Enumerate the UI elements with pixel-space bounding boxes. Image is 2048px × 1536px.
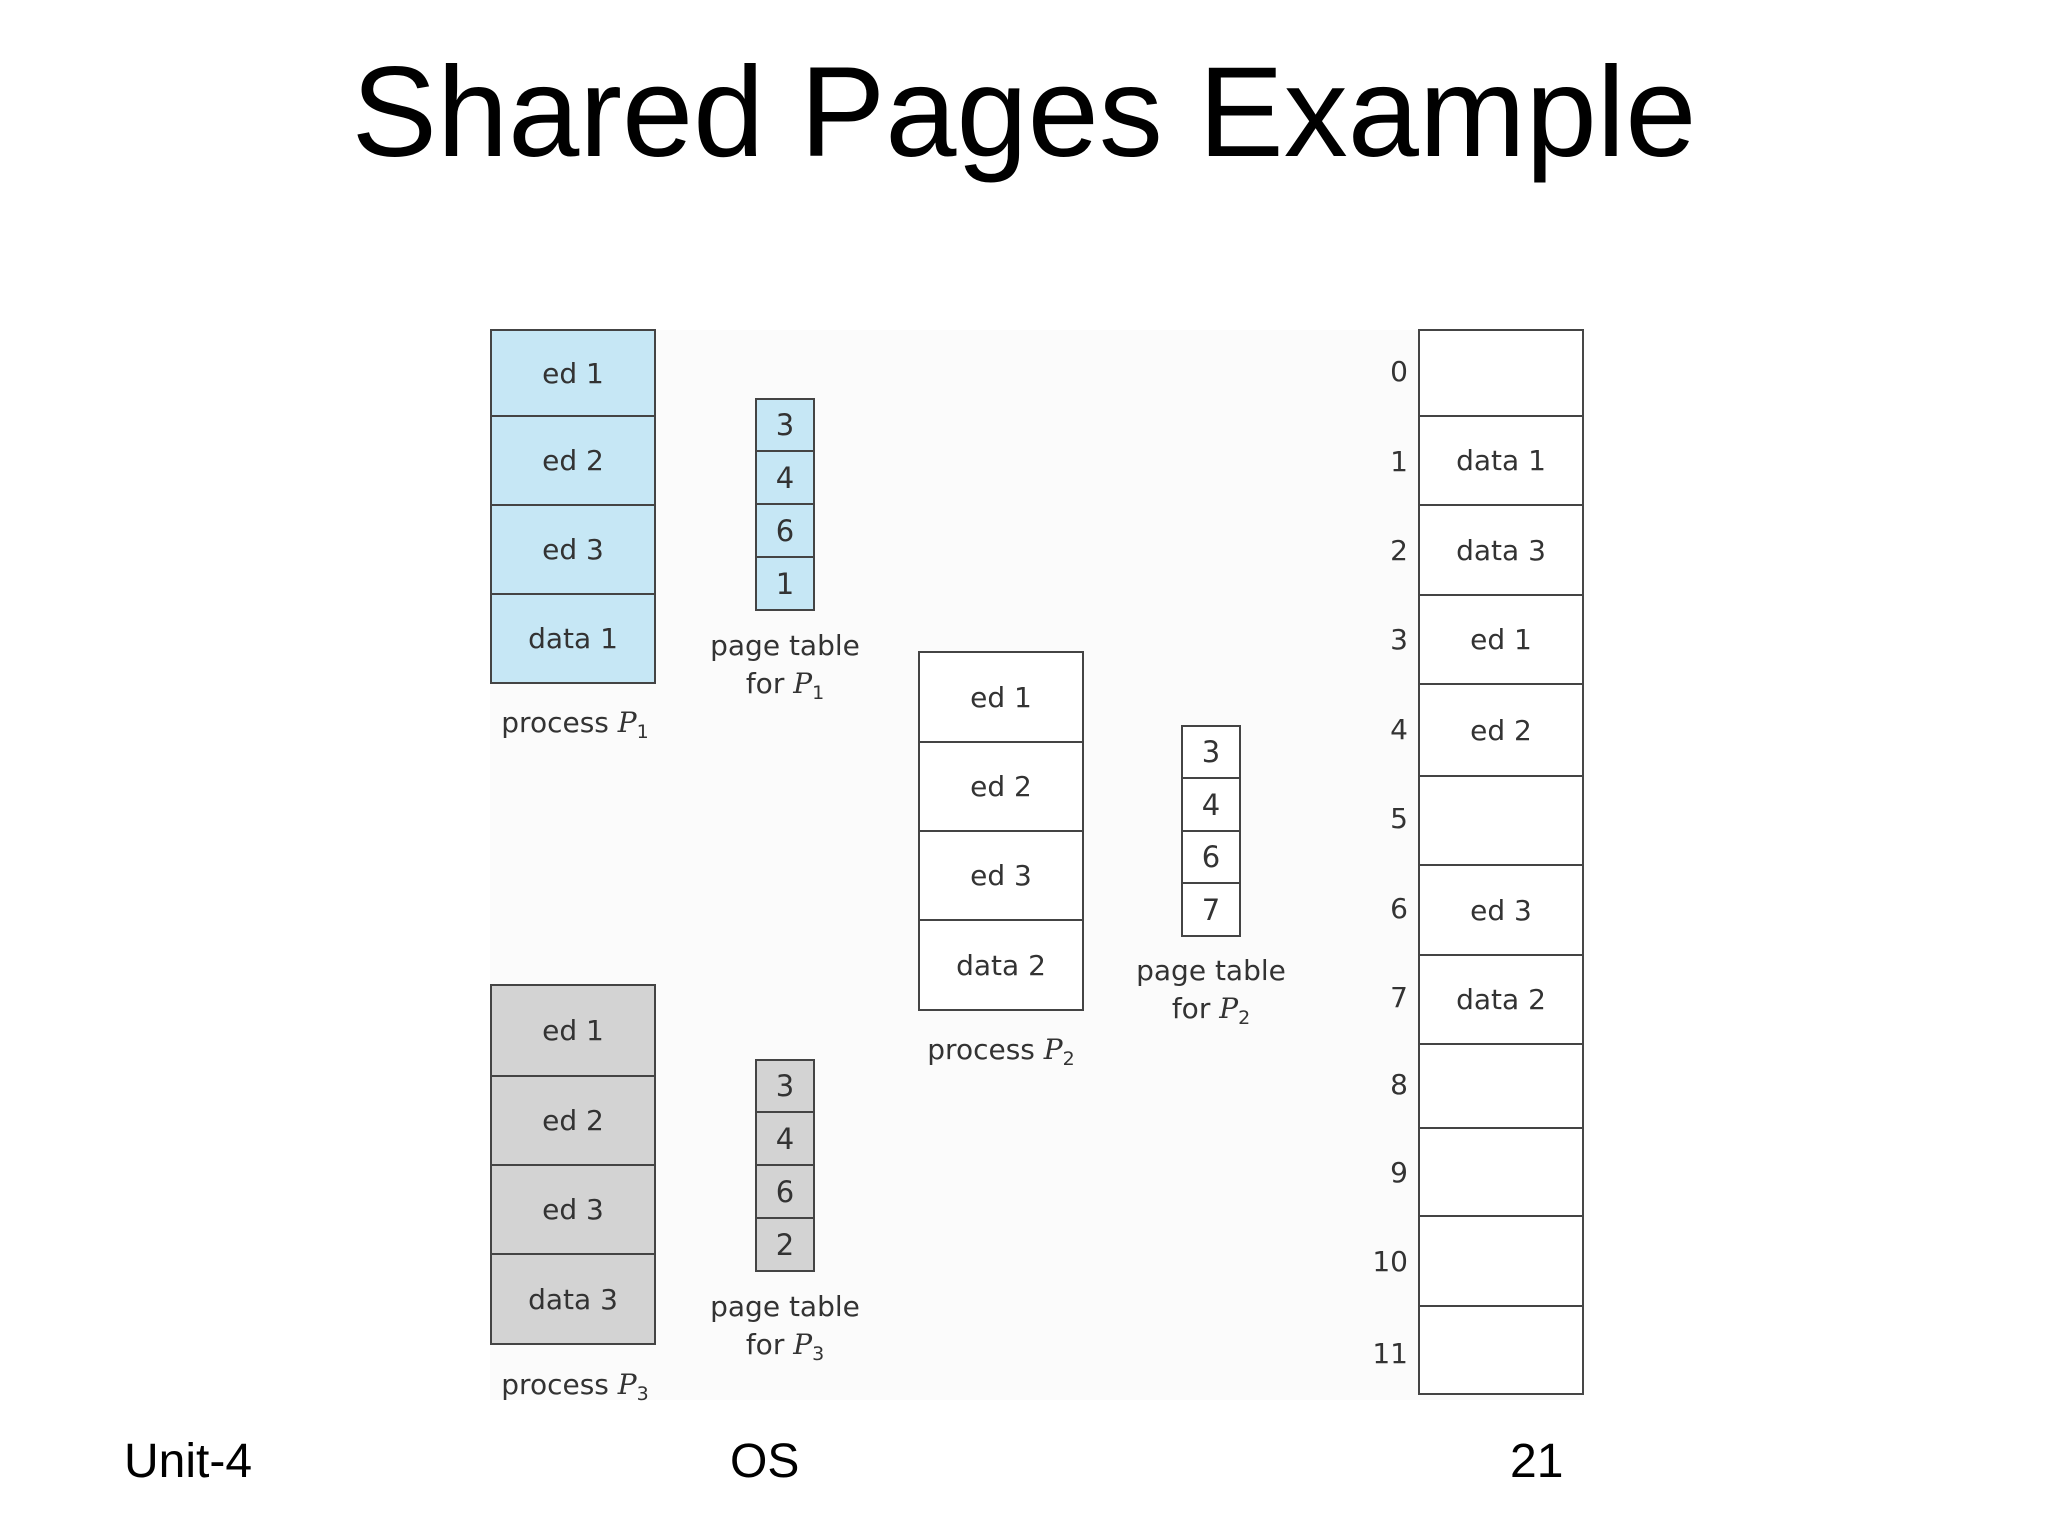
process-p2-page-3: data 2 [918,919,1084,1011]
page-table-p2-caption: page table for P2 [1136,954,1286,1029]
page-table-p2-entry-1: 4 [1181,777,1241,832]
frame-number-7: 7 [1390,981,1408,1014]
frame-10-content [1418,1215,1584,1307]
process-p1-page-3: data 1 [490,593,656,684]
frame-2-content: data 3 [1418,504,1584,596]
process-p3-page-3: data 3 [490,1253,656,1345]
frame-number-9: 9 [1390,1156,1408,1189]
footer-slide-number: 21 [1510,1435,1564,1488]
page-table-p3-entry-0: 3 [755,1059,815,1113]
frame-0-content [1418,329,1584,417]
frame-5-content [1418,775,1584,866]
process-p1-caption: process P1 [501,706,649,743]
frame-3-content: ed 1 [1418,594,1584,685]
process-p2-caption: process P2 [927,1033,1075,1070]
frame-7-content: data 2 [1418,954,1584,1045]
footer-unit: Unit-4 [124,1435,253,1488]
frame-11-content [1418,1305,1584,1395]
frame-number-3: 3 [1390,623,1408,656]
frame-number-10: 10 [1372,1245,1408,1278]
process-p3-page-2: ed 3 [490,1164,656,1255]
frame-6-content: ed 3 [1418,864,1584,956]
process-p2-page-2: ed 3 [918,830,1084,921]
frame-number-2: 2 [1390,534,1408,567]
process-p3-page-0: ed 1 [490,984,656,1077]
page-table-p3-caption: page table for P3 [710,1290,860,1365]
frame-number-1: 1 [1390,445,1408,478]
page-table-p1-caption: page table for P1 [710,629,860,704]
page-table-p3-entry-3: 2 [755,1217,815,1272]
process-p2-page-0: ed 1 [918,651,1084,743]
frame-9-content [1418,1127,1584,1217]
slide-title: Shared Pages Example [351,41,1697,184]
page-table-p3-entry-1: 4 [755,1111,815,1166]
frame-number-8: 8 [1390,1068,1408,1101]
frame-number-6: 6 [1390,892,1408,925]
frame-number-0: 0 [1390,355,1408,388]
page-table-p1-entry-3: 1 [755,556,815,611]
page-table-p2-entry-0: 3 [1181,725,1241,779]
frame-4-content: ed 2 [1418,683,1584,777]
frame-number-4: 4 [1390,713,1408,746]
process-p1-page-1: ed 2 [490,415,656,506]
page-table-p2-entry-3: 7 [1181,882,1241,937]
frame-number-11: 11 [1372,1337,1408,1370]
footer-course: OS [730,1435,800,1488]
page-table-p2-entry-2: 6 [1181,830,1241,884]
process-p3-page-1: ed 2 [490,1075,656,1166]
page-table-p3-entry-2: 6 [755,1164,815,1219]
frame-8-content [1418,1043,1584,1129]
frame-1-content: data 1 [1418,415,1584,506]
process-p3-caption: process P3 [501,1368,649,1405]
page-table-p1-entry-0: 3 [755,398,815,452]
process-p2-page-1: ed 2 [918,741,1084,832]
process-p1-page-0: ed 1 [490,329,656,417]
page-table-p1-entry-2: 6 [755,503,815,558]
page-table-p1-entry-1: 4 [755,450,815,505]
frame-number-5: 5 [1390,802,1408,835]
process-p1-page-2: ed 3 [490,504,656,595]
